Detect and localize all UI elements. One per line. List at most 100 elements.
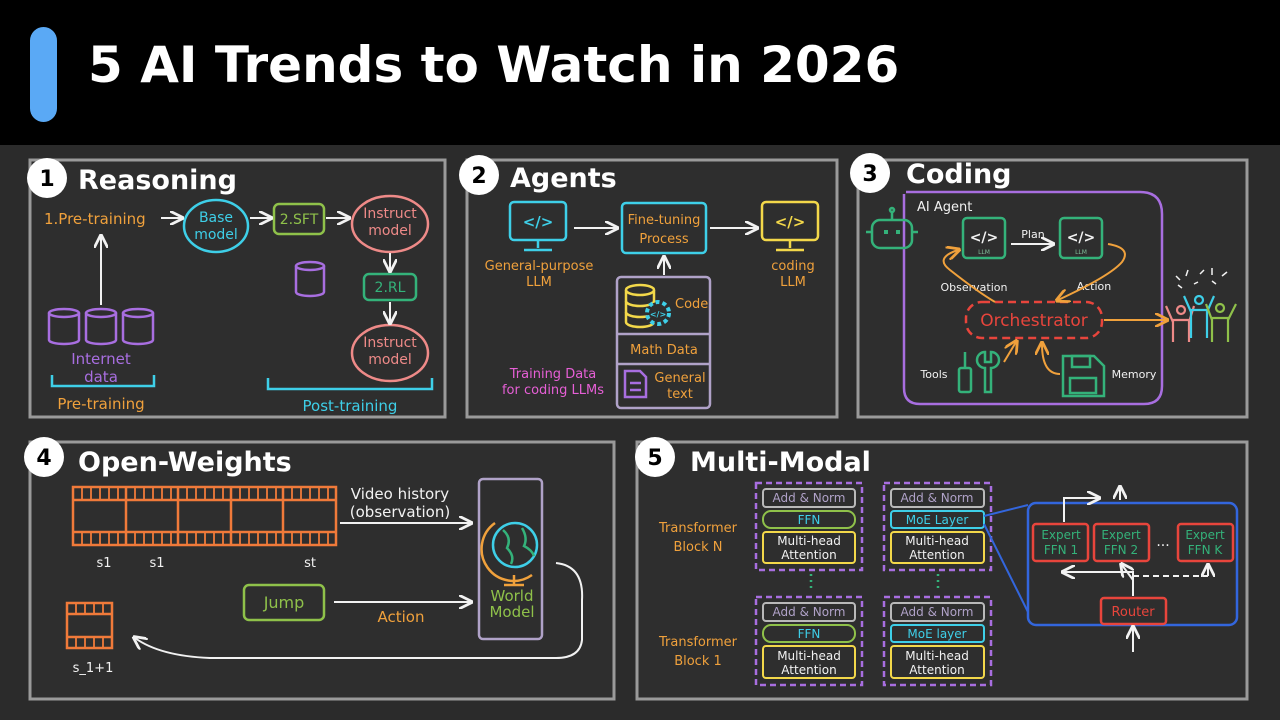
svg-text:</>: </> [775,213,806,231]
moe-detail: Expert FFN 1 Expert FFN 2 ... Expert FFN… [983,488,1239,652]
general-llm-label-2: LLM [526,275,552,290]
page-title: 5 AI Trends to Watch in 2026 [88,36,900,94]
expert-k-label-2: FFN K [1188,543,1224,557]
llm-icon-right: </> LLM [1058,216,1104,260]
moe-1-layer: MoE layer [907,627,966,641]
block-1-label-2: Block 1 [674,654,722,669]
title-accent-bar [30,27,57,122]
sft-label: 2.SFT [280,212,319,228]
section-title-agents: Agents [510,163,617,194]
llm-icon-left: </> LLM [961,216,1007,260]
feedback-arrow [135,562,584,659]
globe-icon [480,521,539,587]
action-label: Action [1077,280,1111,293]
pre-training-step: 1.Pre-training [44,210,146,228]
expert-k-node [1176,522,1235,563]
router-node [1099,596,1168,626]
ai-agent-boundary [902,190,1164,406]
action-label-open-weights: Action [378,608,425,626]
moe-n-attention-2: Attention [909,548,964,562]
badge-4 [24,437,64,477]
fine-tuning-node [620,201,708,255]
panel-reasoning-border [28,158,447,419]
plan-label: Plan [1021,228,1044,241]
tools-label: Tools [919,368,947,381]
moe-block-1: Add & Norm MoE layer Multi-head Attentio… [882,595,993,687]
badge-4-number: 4 [36,446,51,471]
film-strip-video-history [71,485,338,547]
tools-icon [957,350,1001,394]
general-text-label-1: General [654,371,705,386]
block-n-label-1: Transformer [658,521,738,536]
video-history-label-1: Video history [351,485,450,503]
badge-5-number: 5 [647,446,662,471]
video-history-label-2: (observation) [350,503,450,521]
experts-ellipsis: ... [1156,534,1169,550]
sft-node [272,202,326,236]
sft-data-cylinder [294,260,326,298]
block-n-label-2: Block N [673,540,722,555]
expert-1-label-1: Expert [1041,528,1081,542]
general-text-label-2: text [667,387,693,402]
training-data-stack [615,275,712,410]
router-label: Router [1111,605,1155,620]
dense-n-ffn: FFN [798,513,821,527]
general-llm-monitor-icon: </> [508,200,568,252]
moe-block-n: Add & Norm MoE Layer Multi-head Attentio… [882,481,993,572]
memory-label: Memory [1112,368,1157,381]
svg-text:</>: </> [523,213,554,231]
instruct-model-node-bottom [350,323,430,383]
coding-llm-label-2: LLM [780,275,806,290]
badge-1 [27,158,67,198]
coding-llm-label-1: coding [771,259,814,274]
moe-1-attention-1: Multi-head [905,649,969,663]
film-sprocket-holes [81,487,329,545]
frame-label-1: s1 [96,556,111,571]
memory-floppy-icon [1061,354,1106,398]
orchestrator-node [964,300,1104,340]
world-model-label-1: World [491,587,534,605]
base-model-node [182,198,250,254]
reasoning-arrows [101,218,390,322]
section-title-open-weights: Open-Weights [78,447,292,478]
expert-1-node [1031,522,1090,563]
base-model-label-1: Base [199,210,233,226]
next-frame-label: s_1+1 [73,661,114,676]
panel-open-weights-border [28,440,616,701]
rl-node [362,272,418,302]
badge-3 [850,153,890,193]
block-1-label-1: Transformer [658,635,738,650]
llm-left-label: LLM [978,249,990,256]
frame-label-3: st [304,556,316,571]
training-data-label-2: for coding LLMs [502,383,604,398]
section-title-multi-modal: Multi-Modal [690,447,871,478]
dense-n-add-norm: Add & Norm [773,491,846,505]
moe-1-add-norm: Add & Norm [901,605,974,619]
pre-training-label: Pre-training [57,395,144,413]
internet-data-label-2: data [84,368,118,386]
agents-arrows [574,228,756,275]
post-training-bracket [266,378,434,391]
dense-block-1: Add & Norm FFN Multi-head Attention [754,595,864,687]
panel-open-weights: 4 Open-Weights s1 s1 st Video histor [24,437,616,701]
world-model-label-2: Model [489,603,534,621]
llm-right-label: LLM [1075,249,1087,256]
next-frame-film-icon [65,601,114,650]
panel-coding: 3 Coding AI Agent </> LLM </> LLM Plan O… [850,153,1249,419]
moe-arrows [1064,488,1208,652]
orchestrator-label: Orchestrator [980,311,1088,331]
svg-text:</>: </> [1067,230,1096,246]
robot-icon [866,206,918,250]
expert-2-label-2: FFN 2 [1104,543,1138,557]
badge-2-number: 2 [471,164,486,189]
jump-label: Jump [263,593,305,612]
svg-text:</>: </> [650,310,666,319]
dense-n-attention-2: Attention [781,548,836,562]
frame-label-2: s1 [149,556,164,571]
dense-1-attention-1: Multi-head [777,649,841,663]
instruct-model-bottom-label-2: model [368,352,412,368]
section-title-coding: Coding [906,159,1012,190]
dense-1-attention-2: Attention [781,663,836,677]
title-bar: 5 AI Trends to Watch in 2026 [0,0,1280,145]
